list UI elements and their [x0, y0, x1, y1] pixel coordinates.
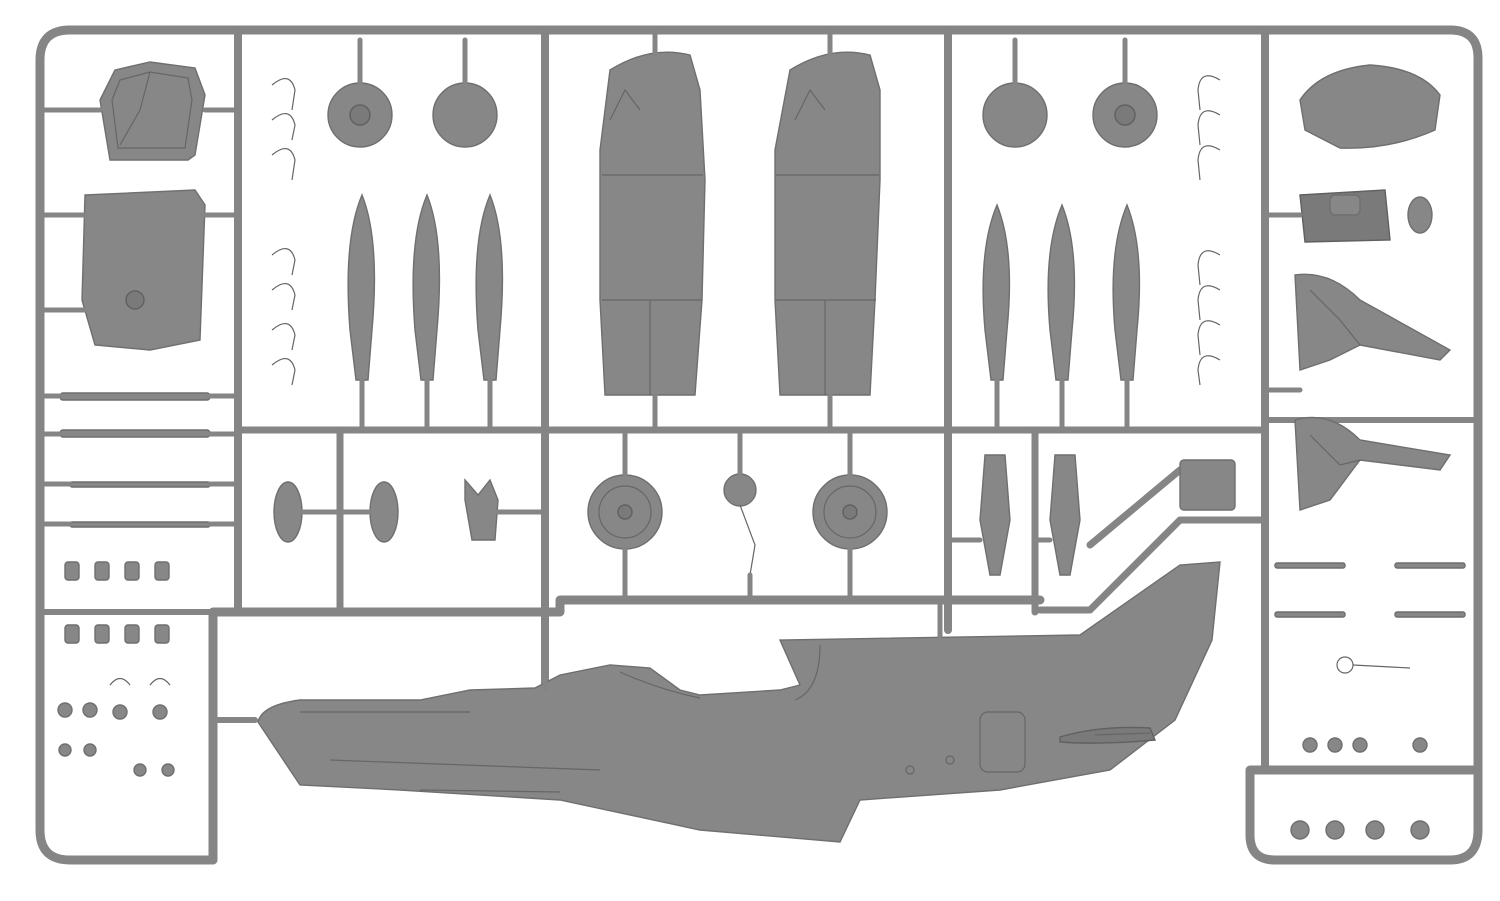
control-stick-grip [273, 481, 303, 543]
middle-row-parts [273, 427, 1236, 603]
propeller-blade [412, 193, 441, 381]
right-center-parts [982, 37, 1221, 433]
fuselage-fairing [1059, 726, 1157, 744]
radiator-block [1179, 459, 1236, 511]
small-parts-grid [57, 561, 175, 777]
rod-parts [37, 392, 241, 528]
tail-wheel [723, 473, 757, 507]
spinner-cone [432, 82, 498, 148]
propeller-blade [475, 193, 504, 381]
armor-plate [81, 189, 206, 351]
propeller-blade [1047, 203, 1076, 381]
drop-tank [1407, 196, 1433, 234]
engine-cowl-left [599, 51, 706, 396]
bomb [979, 454, 1011, 576]
engine-cowl-right [774, 51, 881, 396]
fuselage-half [257, 561, 1221, 843]
second-column-parts [271, 37, 504, 433]
fuselage-body [257, 561, 1221, 843]
propeller-blade [1112, 203, 1141, 381]
seat-frame [99, 61, 206, 161]
bomb [1049, 454, 1081, 576]
right-column-parts [1262, 64, 1466, 840]
engine-cowl-halves [599, 27, 881, 433]
headrest [1299, 64, 1441, 149]
sprue-frame [35, 25, 1483, 865]
wheel-well-cover-upper [1294, 273, 1452, 371]
left-column-parts [37, 61, 241, 777]
gun-mount [464, 478, 499, 541]
propeller-blade [347, 193, 376, 381]
propeller-blade [982, 203, 1011, 381]
wheel-well-cover-lower [1294, 416, 1452, 511]
control-stick-grip [369, 481, 399, 543]
seat [1299, 189, 1391, 243]
spinner-cone [982, 82, 1048, 148]
